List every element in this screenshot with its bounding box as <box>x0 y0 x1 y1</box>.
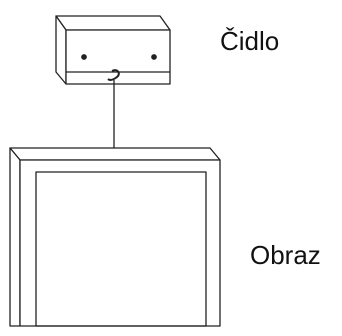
sensor-box <box>55 15 171 85</box>
image-label: Obraz <box>250 240 321 270</box>
sensor-label: Čidlo <box>220 26 280 56</box>
picture-canvas <box>35 171 207 327</box>
sensor-screw-right <box>151 54 157 60</box>
hook-icon <box>107 69 120 82</box>
sensor-screw-left <box>81 54 87 60</box>
picture-frame <box>9 147 221 327</box>
